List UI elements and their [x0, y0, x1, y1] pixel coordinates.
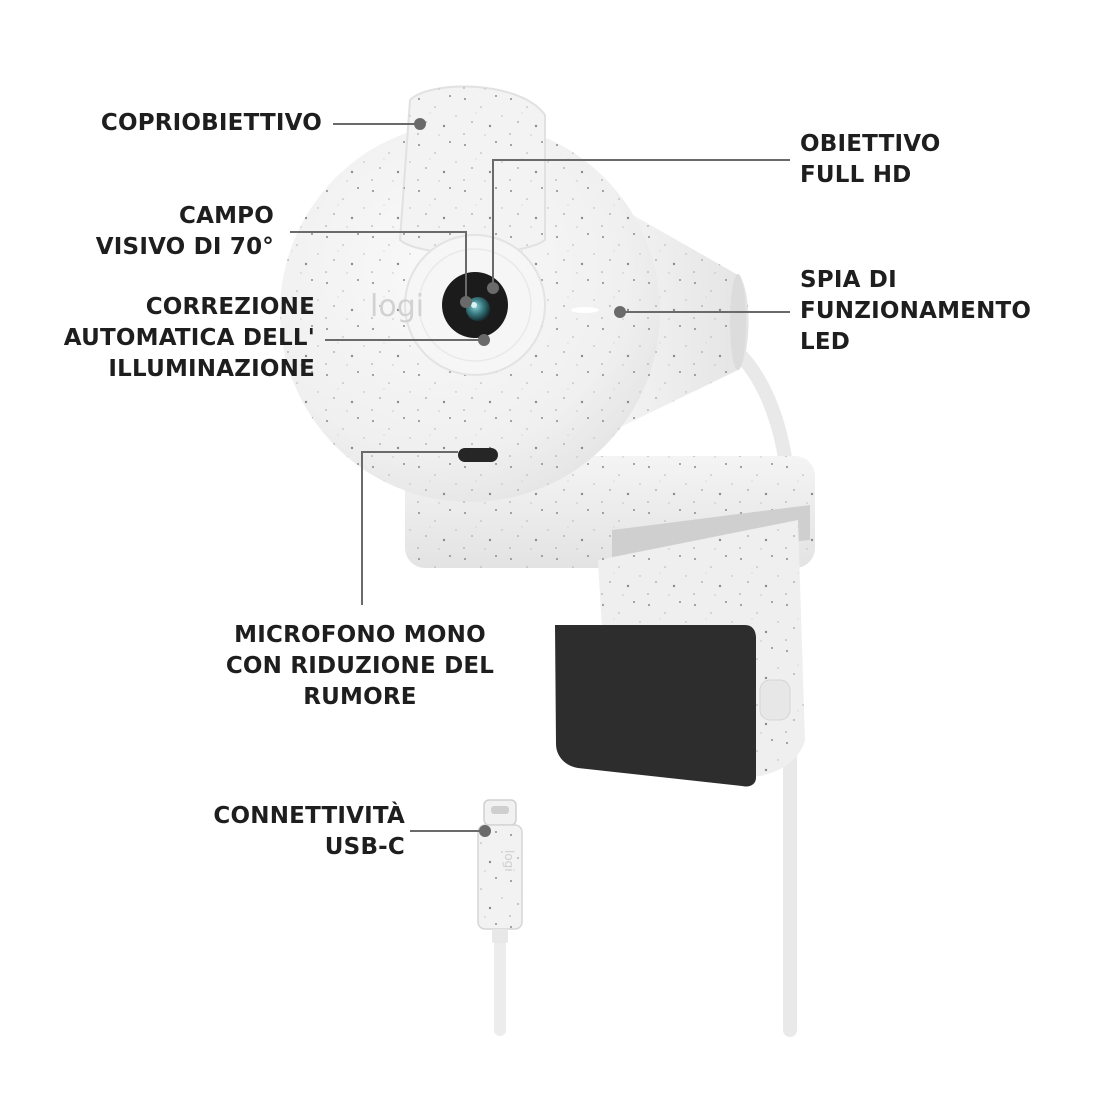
leader-obiettivo	[492, 159, 790, 283]
leader-microfono	[361, 451, 458, 605]
label-auto-light-correction: CORREZIONE AUTOMATICA DELL' ILLUMINAZION…	[63, 294, 315, 382]
status-led	[571, 307, 599, 313]
dot-obiettivo	[487, 282, 499, 294]
label-full-hd-lens: OBIETTIVO FULL HD	[800, 131, 941, 188]
clip-hinge	[759, 679, 791, 721]
mount-hinge-shadow	[612, 505, 810, 560]
dot-spia-led	[614, 306, 626, 318]
lens-ring-inner	[418, 248, 532, 362]
lens-glint	[471, 302, 477, 308]
leader-campo-visivo	[290, 231, 467, 300]
label-led-light: SPIA DI FUNZIONAMENTO LED	[800, 267, 1032, 355]
label-usb-c: CONNETTIVITÀ USB-C	[213, 803, 405, 860]
dot-campo-visivo	[460, 296, 472, 308]
logi-logo: logi	[370, 289, 424, 324]
usb-c-logo: logi	[502, 850, 516, 872]
dot-copriobiettivo	[414, 118, 426, 130]
microphone-grille	[458, 448, 498, 462]
usb-c-speckle	[478, 825, 522, 929]
dot-usb-c	[479, 825, 491, 837]
usb-c-port	[491, 806, 509, 814]
shutter-speckle	[400, 86, 545, 254]
clip-rubber-pad	[555, 625, 756, 787]
usb-c-strain-relief	[492, 929, 508, 943]
label-lens-cover: COPRIOBIETTIVO	[100, 110, 322, 136]
dot-correzione	[478, 334, 490, 346]
label-mono-mic: MICROFONO MONO CON RIDUZIONE DEL RUMORE	[225, 622, 495, 710]
label-field-of-view: CAMPO VISIVO DI 70°	[95, 203, 274, 260]
barrel-rim	[730, 274, 746, 370]
